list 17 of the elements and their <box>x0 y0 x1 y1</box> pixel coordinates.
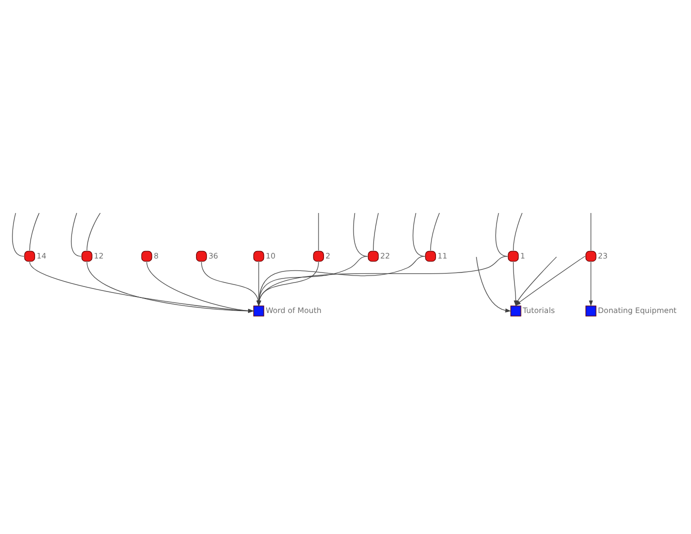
connector <box>353 212 368 256</box>
connector <box>318 212 319 250</box>
connector <box>70 212 82 256</box>
connector <box>512 212 522 250</box>
arrow <box>588 261 593 306</box>
connector <box>412 212 426 256</box>
connector <box>430 212 440 250</box>
arrow <box>146 261 254 312</box>
connector <box>29 212 40 250</box>
arrow <box>86 261 254 312</box>
connector <box>495 212 508 256</box>
connector <box>12 212 24 256</box>
connector <box>86 212 101 250</box>
connector <box>590 212 592 250</box>
arrow <box>29 261 254 312</box>
arrow <box>476 256 512 312</box>
connector <box>372 212 379 250</box>
